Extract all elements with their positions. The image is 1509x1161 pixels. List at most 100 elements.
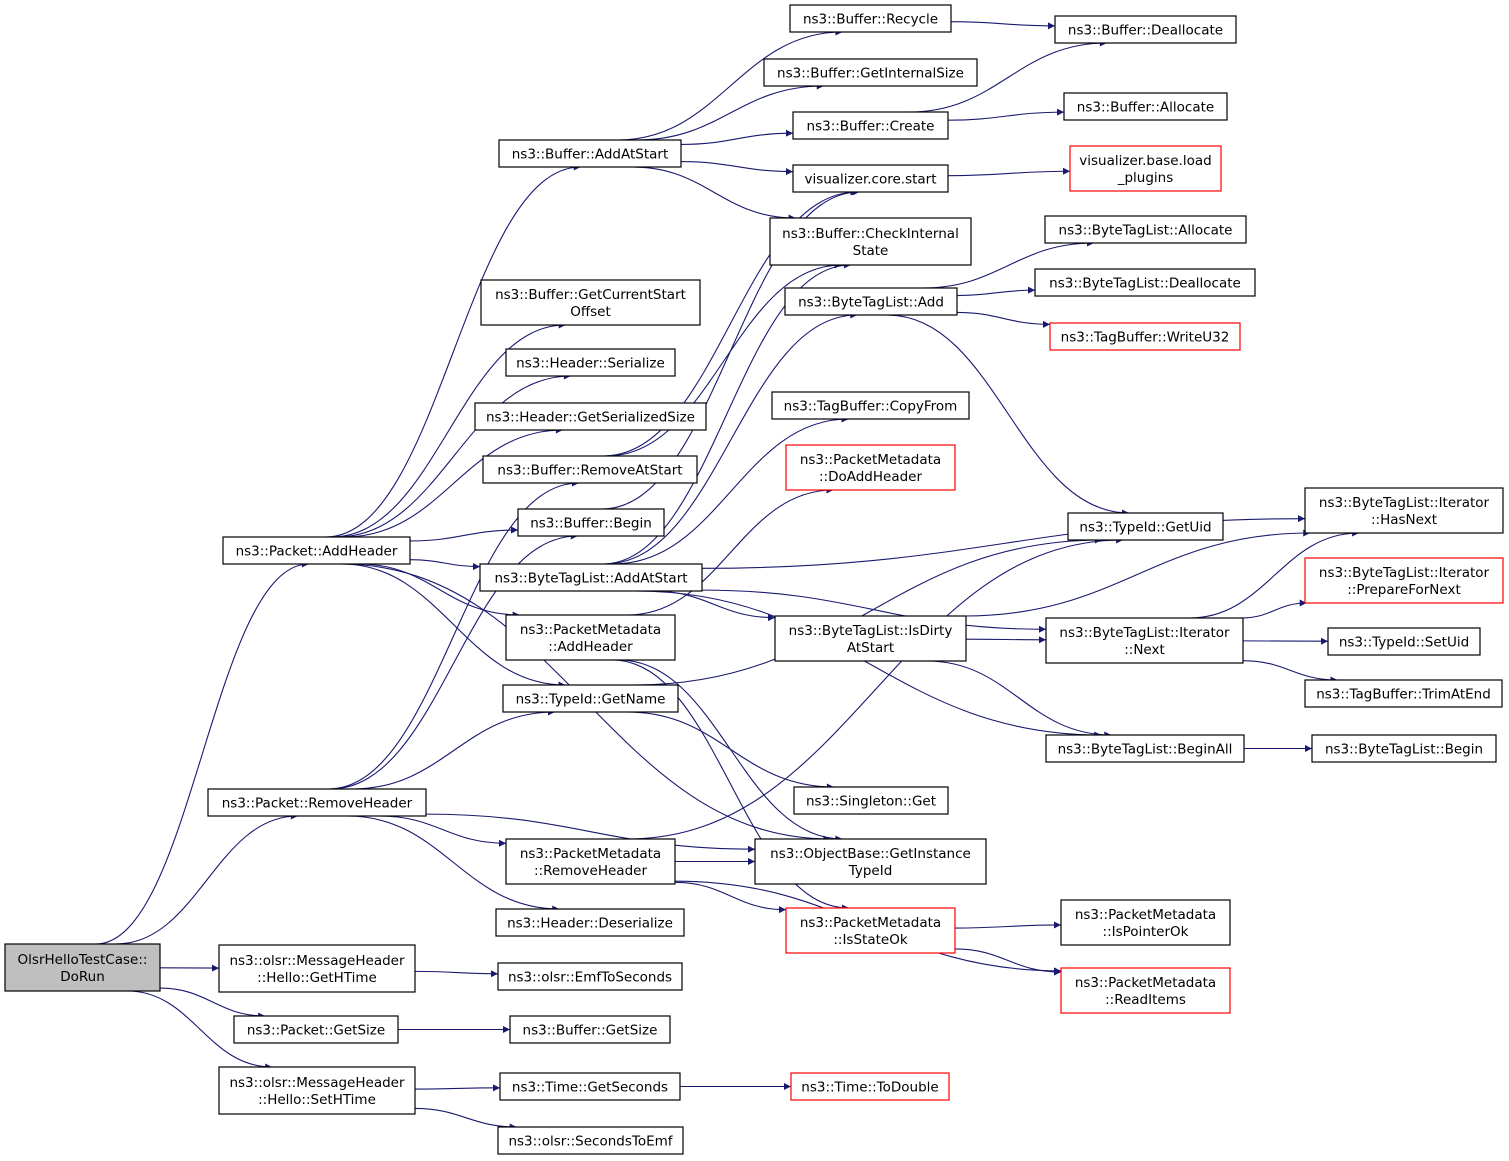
node-secondstoemf[interactable]: ns3::olsr::SecondsToEmf	[497, 1126, 684, 1155]
node-singleton-get[interactable]: ns3::Singleton::Get	[793, 786, 949, 815]
node-typeid-getname[interactable]: ns3::TypeId::GetName	[502, 684, 679, 713]
node-label: ns3::TypeId::SetUid	[1339, 635, 1469, 651]
node-label: ::RemoveHeader	[534, 863, 647, 879]
node-label: visualizer.core.start	[804, 172, 936, 188]
node-btl-begin[interactable]: ns3::ByteTagList::Begin	[1311, 734, 1497, 763]
edge-typeid_getname-to-singleton_get	[627, 711, 834, 791]
node-buf-create[interactable]: ns3::Buffer::Create	[792, 111, 949, 140]
edge-pm_isstateok-to-pm_ispointerok	[954, 921, 1062, 929]
node-viz-base-load[interactable]: visualizer.base.load_plugins	[1069, 145, 1222, 192]
node-pm-ispointerok[interactable]: ns3::PacketMetadata::IsPointerOk	[1060, 899, 1231, 946]
node-pm-removeheader[interactable]: ns3::PacketMetadata::RemoveHeader	[505, 838, 676, 885]
node-buf-recycle[interactable]: ns3::Buffer::Recycle	[789, 4, 952, 33]
edge-p_addheader-to-hdr_serialize	[336, 372, 571, 538]
node-p-addheader[interactable]: ns3::Packet::AddHeader	[222, 536, 411, 565]
node-layer: OlsrHelloTestCase::DoRun ns3::Packet::Add…	[4, 4, 1504, 1155]
node-time-getseconds[interactable]: ns3::Time::GetSeconds	[499, 1072, 681, 1101]
node-typeid-setuid[interactable]: ns3::TypeId::SetUid	[1327, 627, 1481, 656]
node-label: ns3::ByteTagList::AddAtStart	[494, 571, 687, 587]
node-btl-addatstart[interactable]: ns3::ByteTagList::AddAtStart	[479, 563, 703, 592]
node-box	[207, 788, 427, 817]
node-label: ns3::ObjectBase::GetInstance	[770, 846, 971, 862]
node-tagbuf-trimatend[interactable]: ns3::TagBuffer::TrimAtEnd	[1304, 679, 1503, 708]
node-btl-deallocate[interactable]: ns3::ByteTagList::Deallocate	[1034, 268, 1256, 297]
node-label: ns3::olsr::MessageHeader	[229, 953, 405, 969]
edge-pm_removeheader-to-pm_isstateok	[674, 881, 787, 914]
node-pm-isstateok[interactable]: ns3::PacketMetadata::IsStateOk	[785, 907, 956, 954]
node-box	[499, 1072, 681, 1101]
node-box	[785, 907, 956, 954]
node-label: ns3::Buffer::RemoveAtStart	[497, 463, 682, 479]
node-box	[509, 1015, 671, 1044]
node-label: ::AddHeader	[548, 639, 633, 655]
node-time-todouble[interactable]: ns3::Time::ToDouble	[790, 1072, 950, 1101]
node-pm-doaddheader[interactable]: ns3::PacketMetadata::DoAddHeader	[785, 444, 956, 491]
node-buf-getinternalsize[interactable]: ns3::Buffer::GetInternalSize	[763, 58, 978, 87]
node-label: OlsrHelloTestCase::	[18, 952, 148, 968]
node-label: ns3::PacketMetadata	[800, 915, 941, 931]
node-label: ::IsPointerOk	[1103, 924, 1189, 940]
edge-dorun-to-p_removeheader	[115, 812, 298, 945]
edge-btl_addatstart-to-btl_beginall	[634, 590, 1102, 739]
edge-buf_create-to-buf_allocate	[947, 108, 1065, 121]
node-hdr-getserializedsize[interactable]: ns3::Header::GetSerializedSize	[474, 402, 707, 431]
node-btl-add[interactable]: ns3::ByteTagList::Add	[784, 287, 958, 316]
node-viz-core-start[interactable]: visualizer.core.start	[792, 164, 949, 193]
node-label: ns3::PacketMetadata	[1075, 907, 1216, 923]
node-tagbuf-copyfrom[interactable]: ns3::TagBuffer::CopyFrom	[771, 391, 970, 420]
node-buf-getsize[interactable]: ns3::Buffer::GetSize	[509, 1015, 671, 1044]
edge-buf_create-to-buf_deallocate	[909, 39, 1107, 113]
edge-pm_isstateok-to-pm_readitems	[954, 948, 1062, 976]
node-buf-addatstart[interactable]: ns3::Buffer::AddAtStart	[498, 139, 682, 168]
node-box	[502, 684, 679, 713]
node-buf-allocate[interactable]: ns3::Buffer::Allocate	[1063, 92, 1228, 121]
node-box	[1060, 899, 1231, 946]
node-emftoseconds[interactable]: ns3::olsr::EmfToSeconds	[497, 962, 683, 991]
node-box	[784, 287, 958, 316]
node-box	[222, 536, 411, 565]
node-typeid-getuid[interactable]: ns3::TypeId::GetUid	[1067, 512, 1224, 541]
node-box	[218, 1066, 416, 1115]
node-hello-sethtime[interactable]: ns3::olsr::MessageHeader::Hello::SetHTim…	[218, 1066, 416, 1115]
node-btl-iter-hasnext[interactable]: ns3::ByteTagList::Iterator::HasNext	[1304, 487, 1504, 534]
node-btl-beginall[interactable]: ns3::ByteTagList::BeginAll	[1045, 734, 1245, 763]
node-buf-deallocate[interactable]: ns3::Buffer::Deallocate	[1054, 15, 1237, 44]
node-hdr-serialize[interactable]: ns3::Header::Serialize	[505, 348, 676, 377]
edge-buf_addatstart-to-buf_recycle	[618, 28, 843, 141]
node-buf-removeatstart[interactable]: ns3::Buffer::RemoveAtStart	[482, 455, 698, 484]
node-box	[1304, 557, 1504, 604]
edge-buf_addatstart-to-viz_core_start	[680, 161, 794, 176]
node-box	[497, 1126, 684, 1155]
node-buf-begin[interactable]: ns3::Buffer::Begin	[517, 508, 665, 537]
node-label: ns3::olsr::SecondsToEmf	[508, 1134, 673, 1150]
node-label: ns3::olsr::EmfToSeconds	[508, 970, 672, 986]
node-box	[1045, 617, 1244, 664]
node-p-getsize[interactable]: ns3::Packet::GetSize	[233, 1015, 399, 1044]
node-pm-addheader[interactable]: ns3::PacketMetadata::AddHeader	[505, 614, 676, 661]
node-box	[497, 962, 683, 991]
edge-buf_addatstart-to-buf_checkinternal	[633, 166, 796, 222]
node-btl-iter-preparefornext[interactable]: ns3::ByteTagList::Iterator::PrepareForNe…	[1304, 557, 1504, 604]
node-tagbuf-writeu32[interactable]: ns3::TagBuffer::WriteU32	[1049, 322, 1241, 351]
node-label: ns3::Buffer::Deallocate	[1068, 23, 1223, 39]
node-btl-iter-next[interactable]: ns3::ByteTagList::Iterator::Next	[1045, 617, 1244, 664]
node-label: AtStart	[847, 640, 894, 656]
edge-p_addheader-to-typeid_getname	[341, 563, 566, 689]
node-dorun[interactable]: OlsrHelloTestCase::DoRun	[4, 943, 161, 992]
node-pm-readitems[interactable]: ns3::PacketMetadata::ReadItems	[1060, 967, 1231, 1014]
node-label: ::ReadItems	[1105, 992, 1186, 1008]
node-hdr-deserialize[interactable]: ns3::Header::Deserialize	[495, 908, 685, 937]
node-label: ns3::Buffer::GetSize	[523, 1023, 658, 1039]
node-btl-allocate[interactable]: ns3::ByteTagList::Allocate	[1044, 215, 1247, 244]
node-box	[1067, 512, 1224, 541]
node-label: ns3::TagBuffer::CopyFrom	[784, 399, 958, 415]
node-p-removeheader[interactable]: ns3::Packet::RemoveHeader	[207, 788, 427, 817]
node-label: ns3::ByteTagList::Iterator	[1319, 495, 1490, 511]
edge-p_addheader-to-hdr_getserializedsize	[344, 426, 563, 538]
node-hello-gethtime[interactable]: ns3::olsr::MessageHeader::Hello::GetHTim…	[218, 944, 416, 993]
